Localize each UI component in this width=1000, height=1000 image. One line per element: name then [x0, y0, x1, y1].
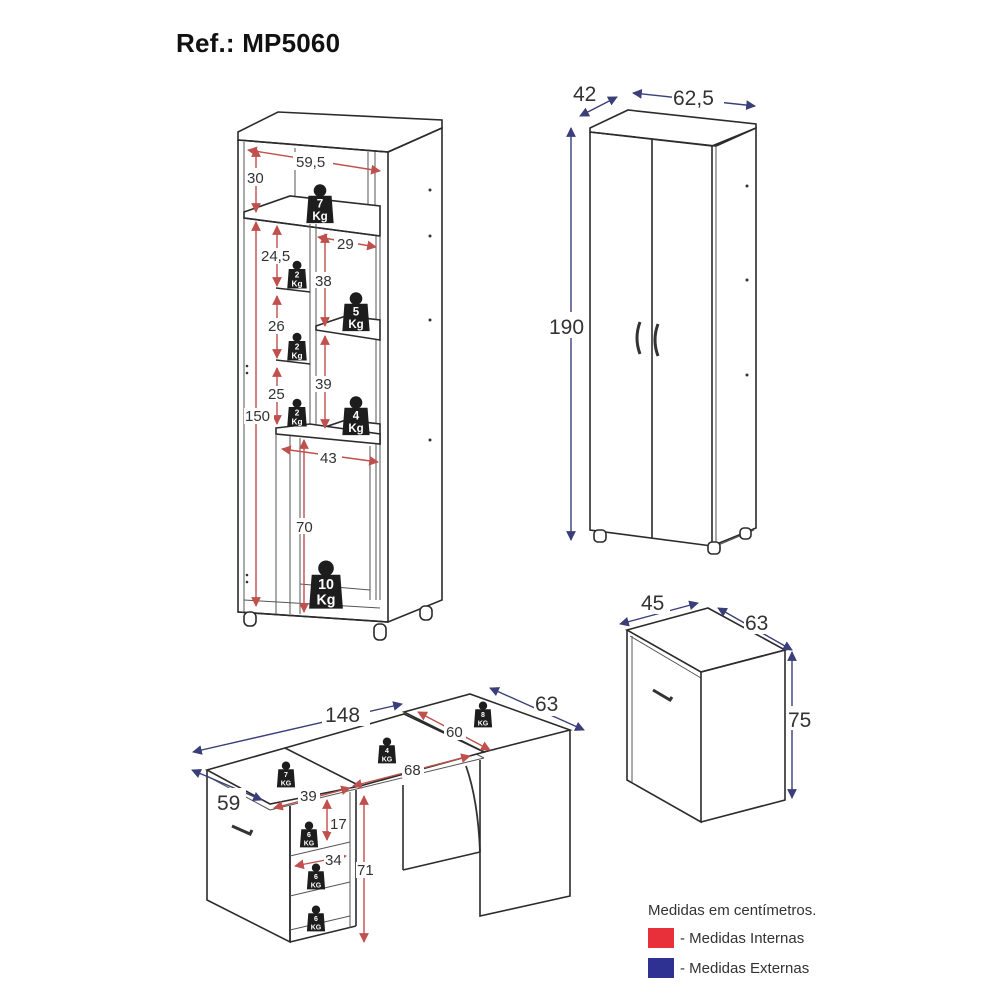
cabinet-handle: [652, 688, 674, 703]
dim-right-shelf-1: 38: [315, 273, 332, 290]
external-color-swatch: [648, 958, 674, 978]
weight-icon-top: 7 Kg: [306, 184, 334, 224]
svg-text:8: 8: [481, 712, 485, 719]
desk-drawer-handle: [231, 824, 254, 836]
weight-icon-desk-top-left: 7 KG: [276, 761, 296, 788]
svg-text:KG: KG: [311, 882, 322, 889]
internal-color-swatch: [648, 928, 674, 948]
door-handle-right: [653, 323, 660, 357]
product-reference-title: Ref.: MP5060: [176, 28, 341, 58]
svg-text:2: 2: [295, 270, 300, 279]
svg-text:4: 4: [385, 748, 389, 755]
dim-desk-center-width: 68: [404, 762, 421, 779]
dim-desk-left-width: 39: [300, 788, 317, 805]
weight-icon-desk-niche-3: 6 KG: [306, 905, 326, 932]
desk-drawing: 148 63 59 60 68 39 17 34 71: [191, 687, 585, 944]
svg-text:Kg: Kg: [348, 319, 363, 331]
weight-icon-desk-niche-2: 6 KG: [306, 863, 326, 890]
dim-desk-length: 148: [325, 704, 360, 727]
weight-icon-right-2: 4 Kg: [342, 396, 370, 436]
legend-label-external: - Medidas Externas: [680, 959, 810, 977]
svg-text:7: 7: [284, 772, 288, 779]
measurement-legend: Medidas em centímetros. - Medidas Intern…: [648, 902, 816, 979]
dim-wardrobe-width: 62,5: [673, 87, 714, 110]
weight-icon-left-2: 2 Kg: [287, 332, 307, 361]
svg-text:5: 5: [353, 306, 360, 318]
dim-desk-niche-height: 17: [330, 816, 347, 833]
closed-wardrobe-drawing: 42 62,5 190: [548, 80, 757, 555]
units-note: Medidas em centímetros.: [648, 902, 817, 919]
svg-text:6: 6: [314, 916, 318, 923]
legend-item-internal: - Medidas Internas: [648, 927, 816, 949]
weight-icon-left-1: 2 Kg: [287, 260, 307, 289]
svg-text:KG: KG: [478, 720, 489, 727]
weight-icon-right-1: 5 Kg: [342, 292, 370, 332]
svg-text:6: 6: [307, 832, 311, 839]
dim-cabinet-height: 75: [788, 709, 811, 732]
dim-desk-shelf-depth: 60: [446, 724, 463, 741]
dim-wardrobe-depth: 42: [573, 83, 596, 106]
svg-text:4: 4: [353, 410, 360, 422]
svg-text:2: 2: [295, 342, 300, 351]
cabinet-drawing: 45 63 75: [619, 590, 818, 824]
weight-icon-desk-top-center: 4 KG: [377, 737, 397, 764]
svg-text:Kg: Kg: [292, 279, 303, 288]
svg-text:Kg: Kg: [292, 351, 303, 360]
svg-text:KG: KG: [304, 840, 315, 847]
dim-left-shelf-2: 26: [268, 318, 285, 335]
svg-text:Kg: Kg: [316, 593, 335, 609]
svg-text:KG: KG: [311, 924, 322, 931]
weight-icon-bottom: 10 Kg: [309, 560, 343, 609]
svg-text:KG: KG: [281, 780, 292, 787]
dim-left-shelf-1: 24,5: [261, 248, 290, 265]
open-wardrobe-drawing: 59,5 30 29 24,5 38 26 39 25 150 43 70 7: [237, 111, 443, 641]
dim-top-height: 30: [247, 170, 264, 187]
svg-text:Kg: Kg: [292, 417, 303, 426]
svg-text:6: 6: [314, 874, 318, 881]
weight-icon-desk-niche-1: 6 KG: [299, 821, 319, 848]
weight-icon-left-3: 2 Kg: [287, 398, 307, 427]
dim-cabinet-width: 45: [641, 592, 664, 615]
dim-right-shelf-2: 39: [315, 376, 332, 393]
weight-icon-desk-top-right: 8 KG: [473, 701, 493, 728]
svg-text:7: 7: [317, 198, 323, 210]
svg-text:Kg: Kg: [348, 423, 363, 435]
legend-item-external: - Medidas Externas: [648, 957, 816, 979]
dim-bottom-width: 43: [320, 450, 337, 467]
dim-right-col-width: 29: [337, 236, 354, 253]
dim-left-shelf-3: 25: [268, 386, 285, 403]
dim-desk-depth-left: 59: [217, 792, 240, 815]
dim-total-left-height: 150: [245, 408, 270, 425]
svg-text:KG: KG: [382, 756, 393, 763]
dim-bottom-height: 70: [296, 519, 313, 536]
dim-wardrobe-height: 190: [549, 316, 584, 339]
door-handle-left: [635, 321, 642, 355]
svg-text:Kg: Kg: [312, 211, 327, 223]
dim-desk-height: 71: [357, 862, 374, 879]
dim-cabinet-depth: 63: [745, 612, 768, 635]
dim-desk-niche-width: 34: [325, 852, 342, 869]
dim-top-width: 59,5: [296, 154, 325, 171]
legend-label-internal: - Medidas Internas: [680, 929, 805, 947]
svg-text:10: 10: [318, 577, 334, 593]
svg-text:2: 2: [295, 408, 300, 417]
dim-desk-depth-right: 63: [535, 693, 558, 716]
